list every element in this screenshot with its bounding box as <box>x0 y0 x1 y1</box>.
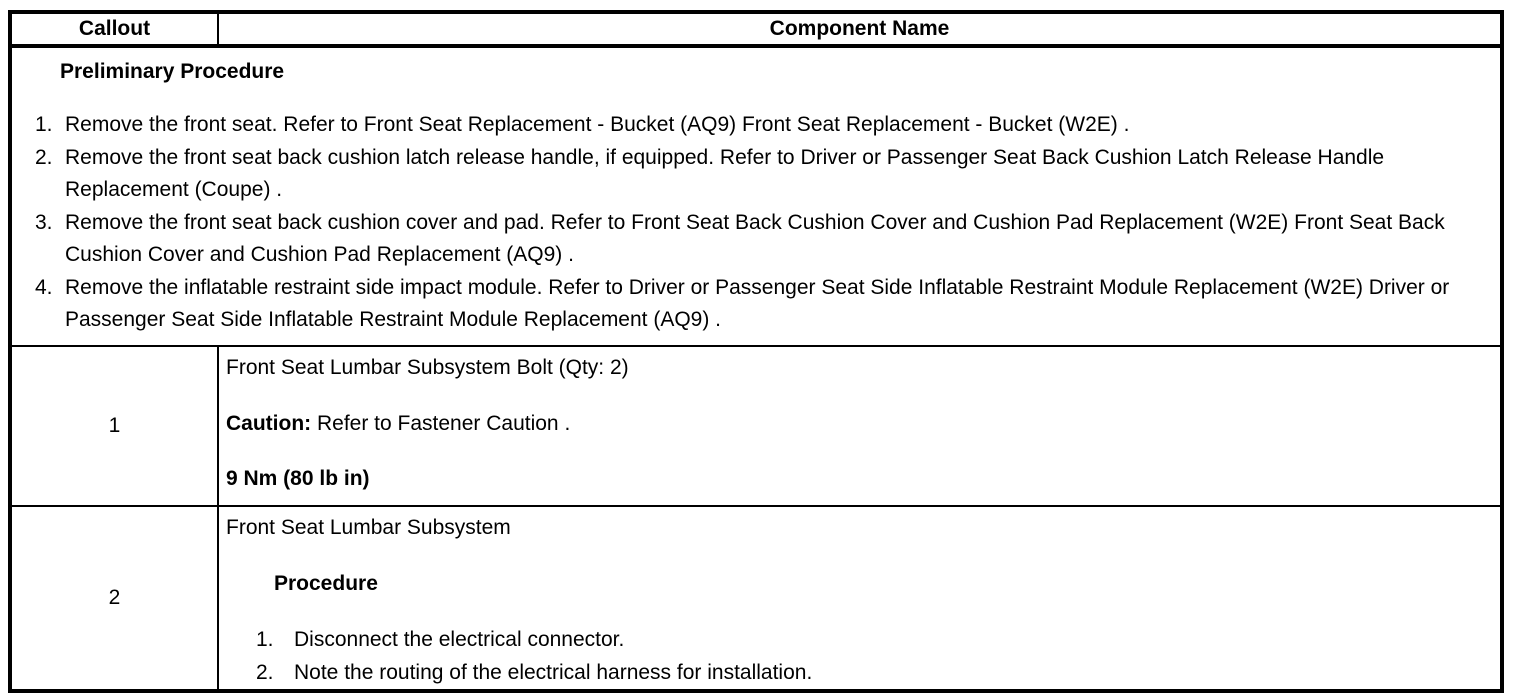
step-text: Remove the front seat back cushion cover… <box>65 210 1445 267</box>
preliminary-title: Preliminary Procedure <box>60 60 285 83</box>
procedure-step: 2. Note the routing of the electrical ha… <box>256 656 1488 689</box>
preliminary-step: 2. Remove the front seat back cushion la… <box>35 142 1486 207</box>
component-cell: Front Seat Lumbar Subsystem Procedure 1.… <box>217 505 1503 692</box>
component-name: Front Seat Lumbar Subsystem Bolt (Qty: 2… <box>226 356 629 379</box>
step-number: 3. <box>35 210 53 234</box>
component-cell: Front Seat Lumbar Subsystem Bolt (Qty: 2… <box>217 345 1503 507</box>
step-text: Remove the inflatable restraint side imp… <box>65 275 1450 332</box>
caution-note: Caution: Refer to Fastener Caution . <box>226 409 1488 439</box>
step-number: 4. <box>35 275 53 299</box>
step-text: Disconnect the electrical connector. <box>294 628 625 651</box>
procedure-step-list: 1. Disconnect the electrical connector. … <box>226 623 1488 689</box>
step-number: 1. <box>256 628 274 651</box>
table-header-row: Callout Component Name <box>9 11 1503 48</box>
component-callout-table: Callout Component Name Preliminary Proce… <box>8 10 1504 693</box>
table-row: 2 Front Seat Lumbar Subsystem Procedure … <box>9 505 1503 692</box>
step-text: Note the routing of the electrical harne… <box>294 661 813 684</box>
component-name: Front Seat Lumbar Subsystem <box>226 516 511 539</box>
callout-cell: 2 <box>9 505 219 692</box>
step-text: Remove the front seat. Refer to Front Se… <box>65 113 1130 136</box>
preliminary-procedure-row: Preliminary Procedure 1. Remove the fron… <box>9 45 1503 347</box>
preliminary-step: 3. Remove the front seat back cushion co… <box>35 207 1486 272</box>
procedure-title: Procedure <box>274 572 378 595</box>
step-number: 2. <box>35 145 53 169</box>
preliminary-step-list: 1. Remove the front seat. Refer to Front… <box>12 109 1486 337</box>
caution-text: Refer to Fastener Caution . <box>311 412 571 435</box>
preliminary-procedure-cell: Preliminary Procedure 1. Remove the fron… <box>9 45 1503 347</box>
callout-cell: 1 <box>9 345 219 507</box>
table-row: 1 Front Seat Lumbar Subsystem Bolt (Qty:… <box>9 345 1503 507</box>
procedure-step: 1. Disconnect the electrical connector. <box>256 623 1488 656</box>
preliminary-step: 1. Remove the front seat. Refer to Front… <box>35 109 1486 142</box>
step-number: 1. <box>35 113 53 136</box>
caution-label: Caution: <box>226 412 312 435</box>
torque-spec: 9 Nm (80 lb in) <box>226 467 370 490</box>
header-callout: Callout <box>9 11 219 48</box>
header-component-name: Component Name <box>217 11 1503 48</box>
preliminary-step: 4. Remove the inflatable restraint side … <box>35 272 1486 337</box>
step-text: Remove the front seat back cushion latch… <box>65 145 1385 202</box>
step-number: 2. <box>256 661 274 684</box>
